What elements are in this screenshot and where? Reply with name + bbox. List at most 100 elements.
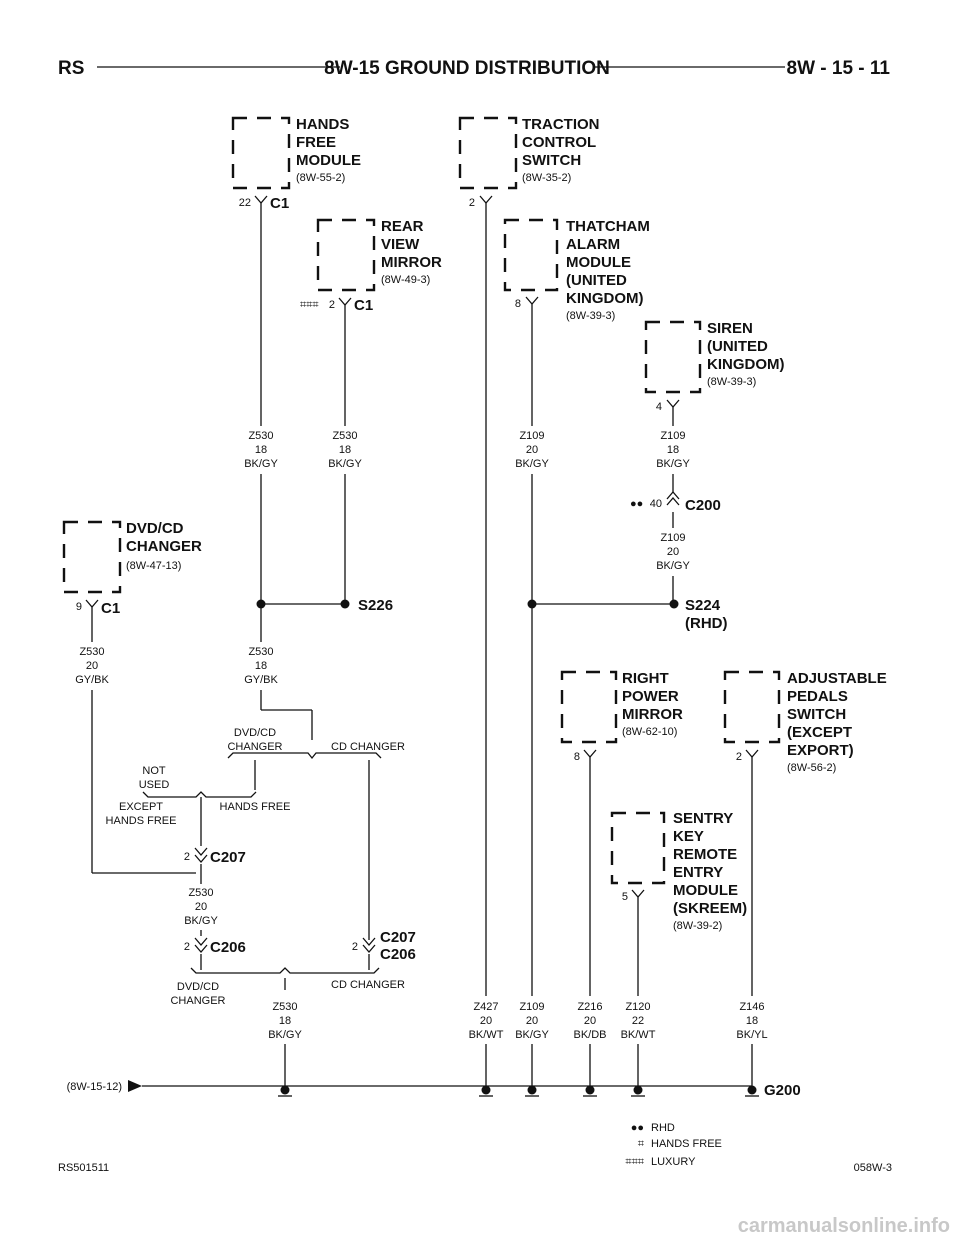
component-label: (EXCEPT bbox=[787, 724, 852, 741]
pin-number: 9 bbox=[76, 601, 82, 613]
pin-number: 2 bbox=[329, 299, 335, 311]
connector-arrow bbox=[194, 937, 208, 946]
component-label: MODULE bbox=[296, 152, 361, 169]
legend: ●● RHD ⌗ HANDS FREE ⌗⌗⌗ LUXURY bbox=[625, 1122, 722, 1168]
splice-label: S224 bbox=[685, 597, 721, 614]
component-ref: (8W-39-3) bbox=[707, 376, 756, 388]
option-label: CD CHANGER bbox=[331, 741, 405, 753]
component-traction-control-switch: TRACTION CONTROL SWITCH (8W-35-2) 2 bbox=[458, 116, 600, 209]
option-label: HANDS FREE bbox=[220, 801, 291, 813]
pin-terminal bbox=[666, 399, 680, 408]
wire-gauge: 20 bbox=[667, 546, 679, 558]
wire-circuit: Z216 bbox=[577, 1001, 602, 1013]
legend-text: RHD bbox=[651, 1122, 675, 1134]
option-mark-luxury: ⌗⌗⌗ bbox=[300, 299, 319, 311]
component-hands-free-module: HANDS FREE MODULE (8W-55-2) 22 C1 bbox=[231, 116, 361, 212]
pin-terminal bbox=[583, 749, 597, 758]
legend-symbol: ●● bbox=[631, 1122, 644, 1134]
option-label: HANDS FREE bbox=[106, 815, 177, 827]
splice-dot bbox=[527, 599, 537, 609]
splice-s224: S224 (RHD) bbox=[527, 597, 728, 632]
wire-circuit: Z530 bbox=[272, 1001, 297, 1013]
ground-eyelet bbox=[278, 1085, 292, 1097]
component-label: SWITCH bbox=[787, 706, 846, 723]
component-label: MIRROR bbox=[381, 254, 442, 271]
legend-symbol: ⌗ bbox=[638, 1138, 644, 1150]
pin-terminal bbox=[745, 749, 759, 758]
connector-c207-c206: 2 C207 C206 bbox=[352, 929, 416, 963]
wire-gauge: 20 bbox=[480, 1015, 492, 1027]
component-ref: (8W-39-2) bbox=[673, 920, 722, 932]
component-label: CONTROL bbox=[522, 134, 596, 151]
component-label: POWER bbox=[622, 688, 679, 705]
wire-circuit: Z427 bbox=[473, 1001, 498, 1013]
pin-number: 8 bbox=[574, 751, 580, 763]
wire-gauge: 18 bbox=[339, 444, 351, 456]
option-labels: DVD/CD CHANGER CD CHANGER NOT USED EXCEP… bbox=[106, 727, 405, 1007]
connector-label: C206 bbox=[380, 946, 416, 963]
option-label: DVD/CD bbox=[234, 727, 276, 739]
wire-circuit: Z530 bbox=[79, 646, 104, 658]
component-label: CHANGER bbox=[126, 538, 202, 555]
splice-dot bbox=[340, 599, 350, 609]
header-left: RS bbox=[58, 58, 84, 79]
connector-arrow bbox=[194, 847, 208, 856]
option-bracket bbox=[190, 967, 380, 974]
wire-gauge: 18 bbox=[667, 444, 679, 456]
component-ref: (8W-49-3) bbox=[381, 274, 430, 286]
splice-dot bbox=[669, 599, 679, 609]
component-label: MODULE bbox=[673, 882, 738, 899]
wire-color: GY/BK bbox=[75, 674, 109, 686]
ground-eyelet bbox=[631, 1085, 645, 1097]
wire-color: BK/GY bbox=[656, 560, 690, 572]
pin-number: 2 bbox=[184, 941, 190, 953]
pin-number: 22 bbox=[239, 197, 251, 209]
wire-gauge: 20 bbox=[584, 1015, 596, 1027]
component-label: FREE bbox=[296, 134, 336, 151]
connector-arrow bbox=[194, 944, 208, 953]
component-label: (UNITED bbox=[707, 338, 768, 355]
component-label: RIGHT bbox=[622, 670, 669, 687]
pin-number: 40 bbox=[650, 498, 662, 510]
page-header: RS 8W-15 GROUND DISTRIBUTION 8W - 15 - 1… bbox=[58, 58, 890, 79]
page-footer: RS501511 058W-3 carmanualsonline.info bbox=[58, 1162, 950, 1237]
wire-lines bbox=[91, 203, 753, 1092]
pin-number: 5 bbox=[622, 891, 628, 903]
component-label: ALARM bbox=[566, 236, 620, 253]
wire-circuit: Z530 bbox=[248, 430, 273, 442]
footer-right: 058W-3 bbox=[854, 1162, 892, 1174]
legend-text: LUXURY bbox=[651, 1156, 696, 1168]
component-box bbox=[610, 811, 666, 885]
option-label: CD CHANGER bbox=[331, 979, 405, 991]
wire-circuit: Z109 bbox=[519, 1001, 544, 1013]
option-label: CHANGER bbox=[170, 995, 225, 1007]
component-label: HANDS bbox=[296, 116, 349, 133]
connector-c207: 2 C207 bbox=[184, 847, 246, 866]
footer-left: RS501511 bbox=[58, 1162, 109, 1174]
wire-color: BK/DB bbox=[573, 1029, 606, 1041]
component-box bbox=[503, 218, 559, 292]
wire-gauge: 20 bbox=[526, 444, 538, 456]
wire-circuit: Z109 bbox=[660, 532, 685, 544]
component-rear-view-mirror: REAR VIEW MIRROR (8W-49-3) ⌗⌗⌗ 2 C1 bbox=[300, 218, 442, 314]
component-ref: (8W-62-10) bbox=[622, 726, 677, 738]
wire-circuit: Z530 bbox=[188, 887, 213, 899]
splice-label: S226 bbox=[358, 597, 393, 614]
pin-terminal bbox=[525, 296, 539, 305]
pin-terminal bbox=[254, 195, 268, 204]
wire-color: BK/GY bbox=[244, 458, 278, 470]
wire-circuit: Z109 bbox=[660, 430, 685, 442]
component-label: TRACTION bbox=[522, 116, 600, 133]
component-adjustable-pedals-switch: ADJUSTABLE PEDALS SWITCH (EXCEPT EXPORT)… bbox=[723, 670, 887, 774]
component-thatcham-alarm-module: THATCHAM ALARM MODULE (UNITED KINGDOM) (… bbox=[503, 218, 650, 322]
wire-gauge: 22 bbox=[632, 1015, 644, 1027]
connector-label: C207 bbox=[210, 849, 246, 866]
component-label: ADJUSTABLE bbox=[787, 670, 887, 687]
component-box bbox=[723, 670, 781, 744]
legend-symbol: ⌗⌗⌗ bbox=[625, 1156, 644, 1168]
option-label: USED bbox=[139, 779, 170, 791]
component-label: KINGDOM) bbox=[707, 356, 785, 373]
splice-dot bbox=[256, 599, 266, 609]
component-ref: (8W-47-13) bbox=[126, 560, 181, 572]
